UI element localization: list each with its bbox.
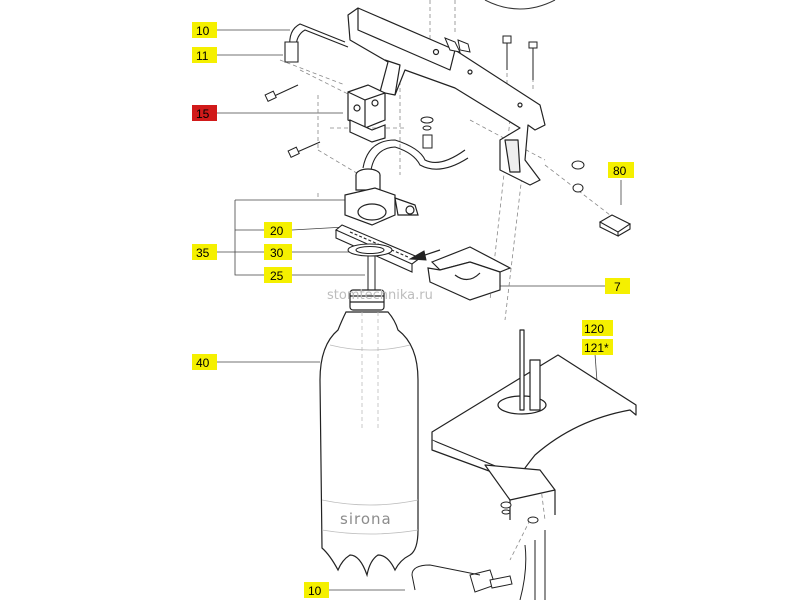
callout-120-text: 120 xyxy=(584,322,604,336)
callout-121: 121* xyxy=(582,339,613,355)
pump-head xyxy=(344,168,419,226)
callout-25: 25 xyxy=(264,267,292,283)
callout-40-text: 40 xyxy=(196,356,210,370)
screws-and-washers xyxy=(264,35,585,193)
callout-35: 35 xyxy=(192,244,217,260)
callout-30: 30 xyxy=(264,244,292,260)
callout-121-text: 121* xyxy=(584,341,609,355)
bottle-brand-label: sirona xyxy=(340,510,392,528)
sealing-ring xyxy=(347,243,393,257)
callout-10-top: 10 xyxy=(192,22,217,38)
bottle xyxy=(319,289,419,578)
callout-20-text: 20 xyxy=(270,224,284,238)
tubing xyxy=(284,23,469,171)
callout-20: 20 xyxy=(264,222,292,238)
watermark: stomtechnika.ru xyxy=(327,288,433,303)
leader-20 xyxy=(291,226,346,231)
callout-15: 15 xyxy=(192,105,217,121)
callout-40: 40 xyxy=(192,354,217,370)
callout-7: 7 xyxy=(605,278,630,294)
arrow-indicator xyxy=(408,249,441,261)
callout-11-text: 11 xyxy=(196,49,209,63)
callout-11: 11 xyxy=(192,47,217,63)
callout-7-text: 7 xyxy=(614,280,621,294)
bottle-holder-tray xyxy=(431,329,637,520)
valve-block xyxy=(347,84,386,143)
clip-part-7 xyxy=(427,246,512,301)
clip-part-80 xyxy=(598,214,632,237)
leader-lines xyxy=(217,29,622,591)
callout-25-text: 25 xyxy=(270,269,284,283)
callout-35-text: 35 xyxy=(196,246,210,260)
callout-15-text: 15 xyxy=(196,107,210,121)
callout-120: 120 xyxy=(582,320,613,336)
leader-35-bracket xyxy=(234,200,265,276)
callout-10-top-text: 10 xyxy=(196,24,210,38)
callout-10-bottom: 10 xyxy=(304,582,329,598)
callout-10-bottom-text: 10 xyxy=(308,584,322,598)
bottom-fasteners xyxy=(411,501,546,600)
callout-labels: 10 11 15 20 35 30 25 7 xyxy=(192,22,634,598)
top-cover-fragment xyxy=(484,0,556,10)
callout-80: 80 xyxy=(608,162,634,178)
callout-30-text: 30 xyxy=(270,246,284,260)
callout-80-text: 80 xyxy=(613,164,627,178)
